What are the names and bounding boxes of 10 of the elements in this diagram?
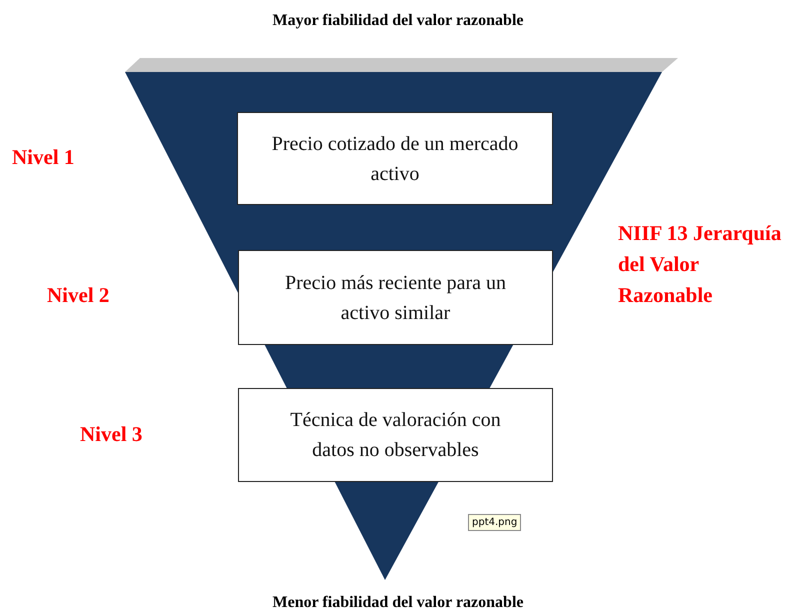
file-name-tooltip: ppt4.png [468, 514, 522, 531]
level-label: Nivel 2 [47, 283, 110, 308]
level-label: Nivel 3 [80, 422, 142, 447]
side-title: NIIF 13 Jerarquía del Valor Razonable [618, 220, 782, 309]
text-box: Precio cotizado de un mercado activo [237, 112, 553, 205]
level-label: Nivel 1 [12, 145, 74, 170]
text-box: Técnica de valoración con datos no observables [238, 388, 553, 482]
caption: Menor fiabilidad del valor razonable [272, 594, 524, 612]
heading: Mayor fiabilidad del valor razonable [272, 12, 524, 30]
text-box: Precio más reciente para un activo similar [238, 250, 553, 345]
